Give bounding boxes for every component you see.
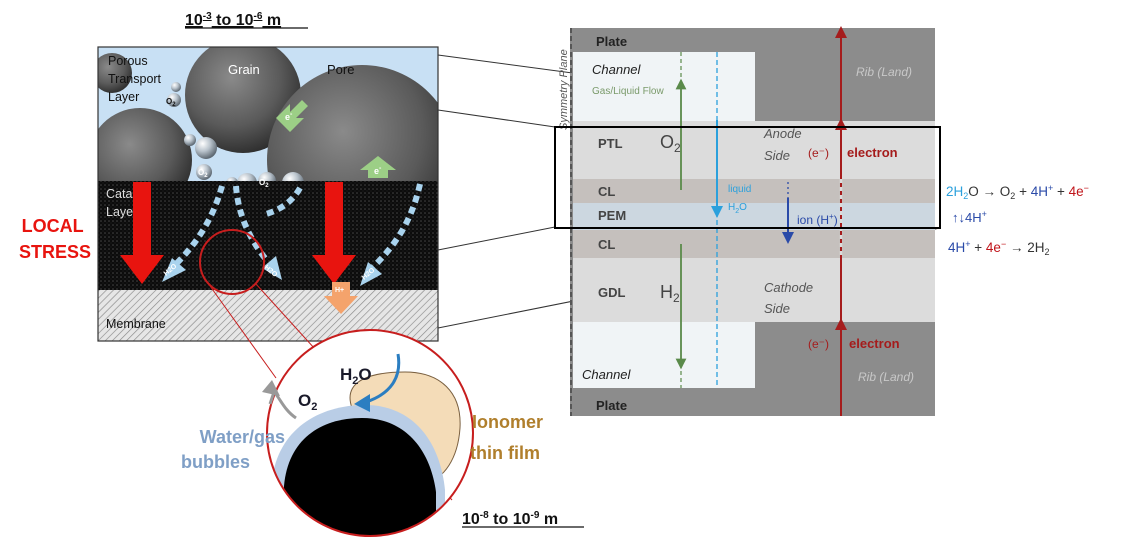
- zoom-circle: O2 H2O: [262, 329, 474, 537]
- gdl-layer-label: GDL: [598, 285, 626, 300]
- catalyst-particle: [284, 418, 436, 536]
- proton-arrow: H+: [324, 282, 358, 314]
- grain-small: [98, 53, 132, 93]
- channel-bottom-label: Channel: [582, 367, 632, 382]
- channel-top: [573, 52, 755, 121]
- zoom-line-left: [209, 285, 277, 379]
- rib-top-label: Rib (Land): [856, 65, 912, 79]
- zoom-highlight-circle: [199, 229, 265, 295]
- svg-text:e-: e-: [374, 165, 382, 176]
- pem-layer-label: PEM: [598, 208, 626, 223]
- anode-side-label: Anode Side: [763, 126, 805, 163]
- cathode-reaction-equation: 4H+ + 4e− → 2H2: [948, 239, 1050, 257]
- cl-bottom-layer: [573, 230, 935, 258]
- electron-arrow-2: e-: [360, 156, 396, 178]
- e-symbol-bottom: (e⁻): [808, 337, 829, 351]
- ionomer-label: Ionomer thin film: [470, 412, 548, 463]
- water-gas-bubbles-label: Water/gas bubbles: [181, 427, 290, 472]
- liquid-h2o-label: liquid H2O: [728, 184, 754, 215]
- o2-bubble-label-2: O2: [198, 168, 208, 179]
- zoom-circle-border: [266, 329, 474, 537]
- local-stress-label: LOCAL STRESS: [19, 216, 91, 262]
- symmetry-plane-label: Symmetry Plane: [558, 49, 570, 130]
- rib-bottom-label: Rib (Land): [858, 370, 914, 384]
- gdl-layer: [573, 258, 935, 322]
- pem-layer: [573, 203, 935, 230]
- electron-top-label: electron: [847, 145, 898, 160]
- reaction-zone-box: [554, 126, 941, 229]
- svg-text:H+: H+: [335, 287, 344, 294]
- water-arrowheads: [162, 256, 382, 286]
- electron-arrow-1: e-: [276, 100, 308, 132]
- stress-arrow-left: [120, 182, 164, 284]
- zoom-h2o-label: H2O: [340, 365, 372, 387]
- cl-bottom-label: CL: [598, 237, 615, 252]
- grain-left: [98, 108, 192, 181]
- cell-cross-section: Plate Plate Channel Channel Gas/Liquid F…: [554, 26, 941, 416]
- pore-label: Pore: [327, 62, 354, 77]
- o2-bubble-label: O2: [166, 97, 176, 108]
- microstructure-panel: Porous Transport Layer Grain Pore O2 O2 …: [97, 46, 439, 342]
- anode-reaction-equation: 2H2O → O2 + 4H+ + 4e−: [946, 183, 1089, 201]
- ion-label: ion (H+): [797, 212, 838, 227]
- cl-top-label: CL: [598, 184, 615, 199]
- grain-right: [267, 65, 438, 181]
- svg-text:e-: e-: [285, 111, 293, 122]
- ptl-layer: [573, 121, 935, 179]
- proton-transfer-label: ↑↓4H+: [952, 209, 987, 225]
- grain-large: [185, 47, 301, 153]
- ptl-layer-label: PTL: [598, 136, 623, 151]
- o2-bubble-label-3: O2: [259, 178, 269, 189]
- plate-bottom-label: Plate: [596, 398, 627, 413]
- panel-border: [97, 46, 439, 342]
- cathode-side-label: Cathode Side: [764, 280, 817, 316]
- gas-liquid-flow-label: Gas/Liquid Flow: [592, 86, 664, 97]
- channel-top-label: Channel: [592, 62, 642, 77]
- cl-top-layer: [573, 179, 935, 203]
- channel-bottom: [573, 322, 755, 388]
- macro-scale-label: 10-3 to 10-6 m: [185, 11, 281, 29]
- catalyst-layer: [98, 181, 438, 290]
- o2-gas-label: O2: [660, 132, 681, 155]
- membrane-label: Membrane: [106, 317, 166, 331]
- e-symbol-top: (e⁻): [808, 146, 829, 160]
- h2o-inflow-arrow: [365, 353, 401, 404]
- plate-top-label: Plate: [596, 34, 627, 49]
- ptl-label: Porous Transport Layer: [108, 54, 165, 104]
- micro-scale-label: 10-8 to 10-9 m: [462, 510, 558, 528]
- electron-bottom-label: electron: [849, 336, 900, 351]
- h2-gas-label: H2: [660, 282, 680, 305]
- zoom-o2-label: O2: [298, 391, 317, 413]
- grain-label: Grain: [228, 62, 260, 77]
- stress-arrow-right: [312, 182, 356, 284]
